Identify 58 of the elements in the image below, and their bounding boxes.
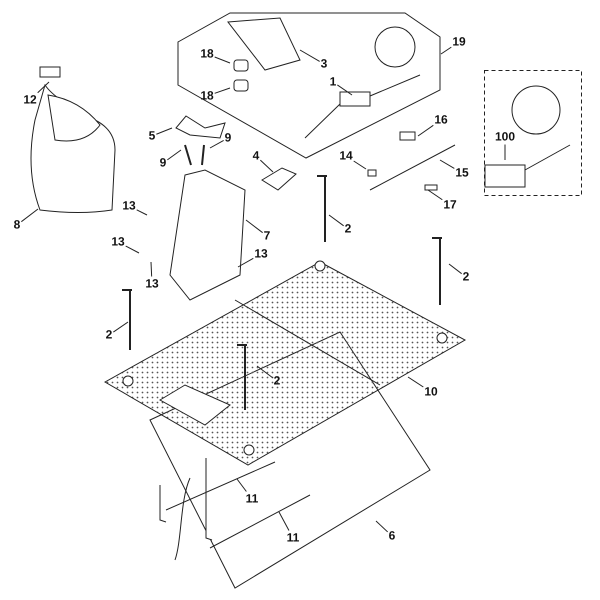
leader-line [214,88,230,94]
leader-line [504,144,506,160]
callout-number: 13 [111,236,125,248]
callout-number: 3 [320,58,328,70]
leader-line [418,124,434,136]
leader-line [238,258,254,268]
callout-number: 13 [122,200,136,212]
leader-line [136,209,148,216]
callout-number: 16 [434,114,448,126]
leader-line [20,208,38,222]
callout-number: 4 [252,150,260,162]
callout-number: 7 [264,230,270,242]
leader-line [300,50,320,62]
callout-number: 1 [330,76,336,88]
callout-number: 12 [23,94,37,106]
callout-number: 15 [455,166,469,180]
leader-line [246,220,264,234]
callout-number: 100 [494,130,516,144]
leader-line [440,46,452,54]
callout-number: 14 [339,150,353,162]
leader-line [336,84,352,96]
leader-line [256,366,274,378]
callout-number: 11 [286,532,300,544]
callout-number: 13 [254,248,268,260]
leader-line [210,140,224,148]
callout-number: 9 [160,156,166,170]
callout-number: 17 [443,198,457,212]
leader-line [353,160,366,170]
callout-number: 8 [14,218,20,232]
leader-line [112,322,128,333]
leader-line [278,512,290,531]
callout-number: 2 [106,328,112,342]
leader-line [37,82,50,94]
leader-line [376,520,388,532]
callout-number: 5 [148,130,156,142]
leader-line [448,264,462,274]
leader-line [428,190,443,200]
leader-line [236,478,247,492]
callout-number: 13 [145,278,159,290]
callout-number: 2 [344,222,352,236]
leader-line [156,128,172,135]
callout-number: 9 [224,132,232,144]
leader-line [166,150,182,160]
leader-line [150,262,152,277]
leader-line [408,376,424,388]
leader-line [260,160,274,172]
callout-number: 6 [388,530,396,542]
callout-number: 18 [200,48,214,60]
callout-number: 2 [274,374,280,388]
callout-number: 11 [246,492,258,506]
callout-number: 10 [424,386,438,398]
leader-line [125,246,140,254]
leader-line [440,160,455,169]
leader-line [214,56,230,64]
callout-number: 18 [200,90,214,102]
callout-number: 19 [452,36,466,48]
leader-line [328,214,344,226]
callout-number: 2 [462,270,470,284]
